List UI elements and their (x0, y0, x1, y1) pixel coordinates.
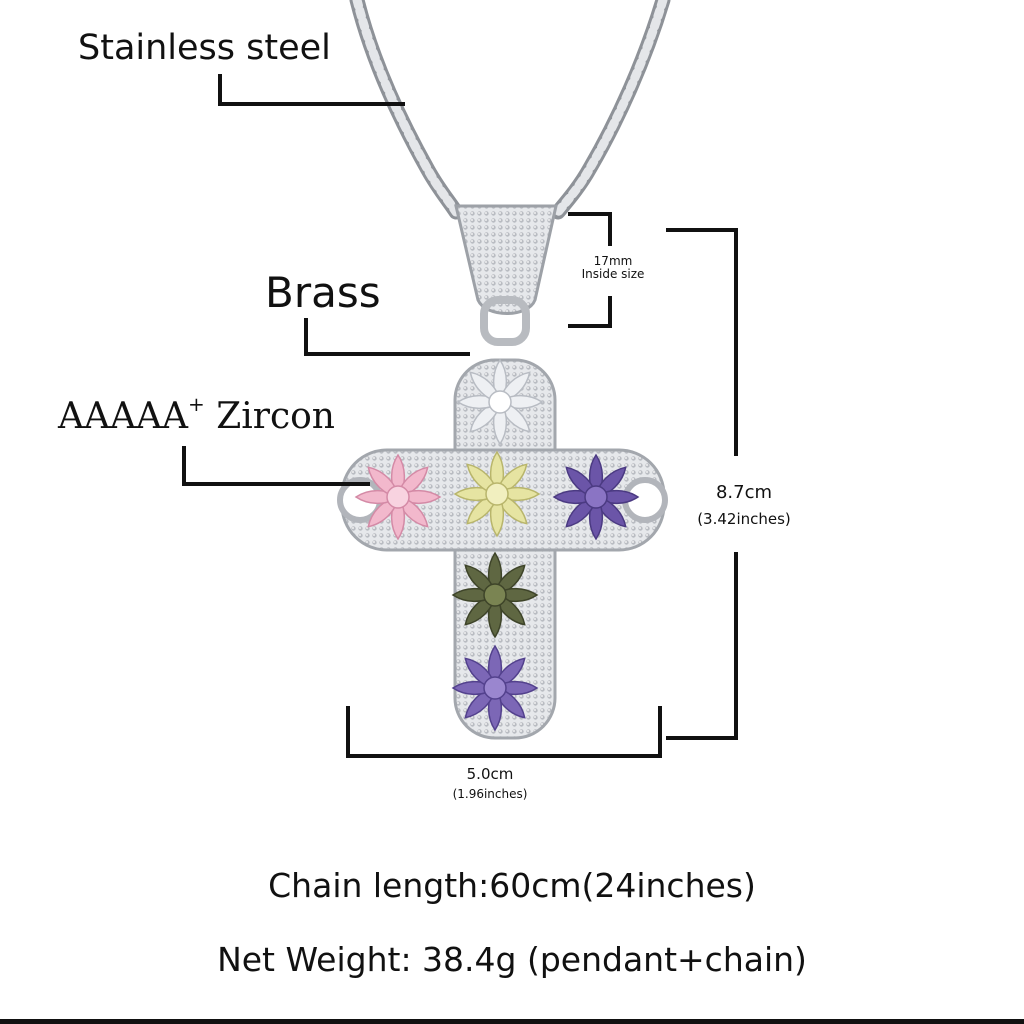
zircon-word: Zircon (204, 396, 335, 437)
flower-top (457, 359, 543, 445)
flower-right (553, 454, 639, 540)
flower-bottom (452, 645, 538, 731)
label-stainless-steel: Stainless steel (78, 28, 331, 68)
flower-left (355, 454, 441, 540)
flower-center (454, 451, 540, 537)
width-bracket (346, 706, 662, 758)
height-bracket-bottom (666, 552, 738, 740)
leader-steel (218, 74, 405, 106)
leader-lines (182, 74, 470, 486)
bail-bracket (568, 212, 612, 246)
bail-dimension: 17mm Inside size (578, 255, 648, 281)
height-cm: 8.7cm (715, 482, 773, 503)
height-inches: (3.42inches) (697, 510, 791, 528)
bail-bracket-lower (568, 296, 612, 328)
bail-note: Inside size (581, 267, 645, 281)
bottom-border (0, 1019, 1024, 1024)
leader-zircon (182, 446, 370, 486)
chain-length-spec: Chain length:60cm(24inches) (268, 866, 756, 905)
flower-lower (452, 552, 538, 638)
net-weight-spec: Net Weight: 38.4g (pendant+chain) (217, 940, 807, 979)
zircon-grade-plus: + (188, 392, 205, 416)
leader-brass (304, 318, 470, 356)
label-zircon: AAAAA+ Zircon (58, 392, 335, 437)
dimension-lines (346, 212, 738, 758)
label-brass: Brass (265, 268, 381, 317)
zircon-grade: AAAAA (58, 396, 188, 437)
rope-chain (349, 0, 671, 220)
bail-size: 17mm (593, 254, 633, 268)
height-dimension: 8.7cm (3.42inches) (674, 480, 814, 532)
height-bracket-top (666, 228, 738, 456)
bail (454, 204, 558, 346)
width-dimension: 5.0cm (1.96inches) (440, 764, 540, 804)
width-inches: (1.96inches) (452, 787, 528, 801)
width-cm: 5.0cm (466, 765, 514, 783)
